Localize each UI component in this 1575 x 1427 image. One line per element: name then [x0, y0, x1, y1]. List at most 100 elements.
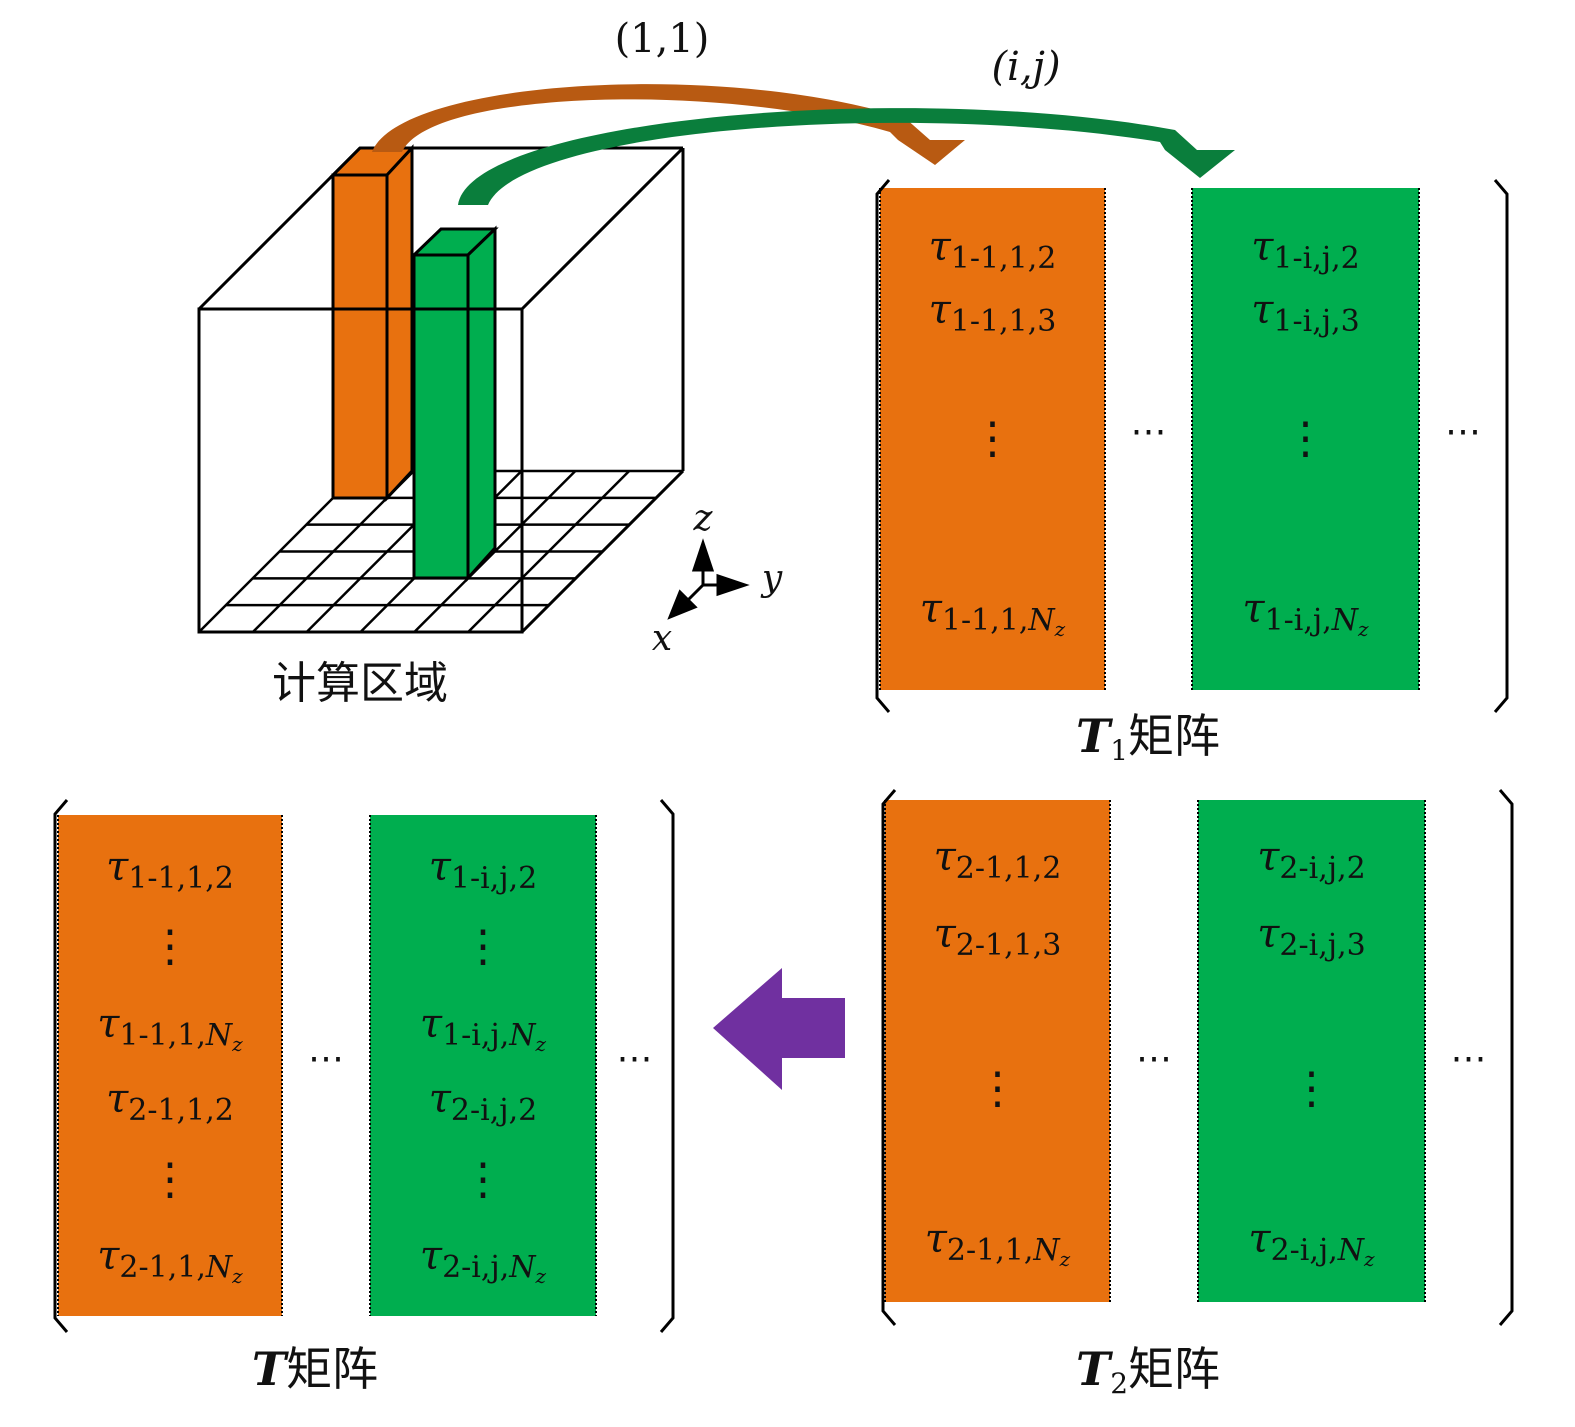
tau-symbol: τ: [420, 1233, 443, 1279]
tau-entry: τ2-i,j,Nz: [420, 1233, 547, 1288]
green-bar-front: [412, 253, 470, 580]
arrow-label-1-1: (1,1): [615, 16, 710, 62]
tau-entry: τ2-i,j,2: [429, 1076, 537, 1128]
matrix-t1: τ1-1,1,2τ1-1,1,3⋮τ1-1,1,Nzτ1-i,j,2τ1-i,j…: [875, 179, 1509, 767]
tau-symbol: τ: [934, 834, 957, 880]
horizontal-ellipsis: ⋯: [1131, 411, 1167, 452]
column-fill: [1192, 188, 1419, 690]
tau-subscript-z: z: [1059, 1247, 1071, 1271]
tau-entry: τ1-1,1,3: [929, 287, 1057, 339]
tau-symbol: τ: [929, 224, 952, 270]
horizontal-ellipsis: ⋯: [1451, 1038, 1487, 1079]
horizontal-ellipsis: ⋯: [1136, 1038, 1172, 1079]
tau-entry: τ2-1,1,Nz: [97, 1233, 243, 1288]
tau-subscript: 2-1,1,2: [128, 1093, 234, 1128]
tau-subscript-n: N: [508, 1250, 537, 1285]
tau-subscript: 2-1,1,3: [956, 928, 1062, 963]
tau-entry: τ1-i,j,3: [1251, 287, 1359, 339]
tau-subscript-n: N: [205, 1018, 234, 1053]
tau-subscript: 1-i,j,2: [1273, 241, 1359, 276]
vertical-ellipsis: ⋮: [1284, 413, 1328, 464]
tau-subscript: 2-i,j,: [1271, 1233, 1338, 1268]
tau-entry: τ2-1,1,2: [934, 834, 1062, 886]
column-fill: [885, 800, 1110, 1302]
tau-symbol: τ: [1242, 586, 1265, 632]
green-column: τ1-i,j,2τ1-i,j,3⋮τ1-i,j,Nz: [1191, 188, 1420, 690]
computational-domain: [197, 144, 685, 634]
tau-subscript-z: z: [535, 1032, 547, 1056]
tau-subscript-n: N: [1331, 603, 1360, 638]
tau-entry: τ2-i,j,2: [1257, 834, 1365, 886]
vertical-ellipsis: ⋮: [148, 1154, 192, 1205]
grid-line: [467, 470, 631, 633]
left-bracket: [875, 179, 891, 713]
orange-bar-front: [331, 173, 389, 500]
green-column: τ2-i,j,2τ2-i,j,3⋮τ2-i,j,Nz: [1197, 800, 1426, 1302]
tau-symbol: τ: [420, 1001, 443, 1047]
horizontal-ellipsis: ⋯: [1445, 411, 1481, 452]
arrow-label-i-j: (i,j): [991, 44, 1060, 90]
y-axis-label: y: [760, 558, 783, 599]
tau-subscript-z: z: [535, 1264, 547, 1288]
tau-symbol: τ: [97, 1233, 120, 1279]
tau-subscript-n: N: [1032, 1233, 1061, 1268]
x-axis-arrowhead: [667, 589, 698, 620]
tau-symbol: τ: [429, 844, 452, 890]
matrix-title: T1矩阵: [1076, 709, 1220, 767]
tau-subscript: 1-1,1,2: [951, 241, 1057, 276]
orange-bar-side: [385, 144, 414, 502]
domain-edge: [197, 146, 362, 311]
tau-subscript: 1-i,j,: [442, 1018, 509, 1053]
domain-front-face: [197, 307, 524, 634]
tau-symbol: τ: [1251, 224, 1274, 270]
right-bracket: [1493, 179, 1509, 713]
tau-subscript: 1-1,1,: [942, 603, 1028, 638]
left-bracket: [881, 789, 897, 1326]
tau-entry: τ2-1,1,Nz: [925, 1216, 1071, 1271]
column-fill: [1198, 800, 1425, 1302]
tau-subscript: 1-i,j,2: [451, 861, 537, 896]
tau-entry: τ1-i,j,Nz: [420, 1001, 547, 1056]
matrix-t: τ1-1,1,2⋮τ1-1,1,Nzτ2-1,1,2⋮τ2-1,1,Nzτ1-i…: [53, 799, 675, 1396]
green-mapping-arrow: [458, 108, 1235, 205]
column-fill: [880, 188, 1105, 690]
tau-subscript: 2-i,j,2: [1279, 851, 1365, 886]
tau-subscript-n: N: [1337, 1233, 1366, 1268]
vertical-ellipsis: ⋮: [148, 921, 192, 972]
matrix-suffix: 矩阵: [1128, 1342, 1220, 1396]
tau-subscript: 2-1,1,: [947, 1233, 1033, 1268]
axes-indicator: [667, 538, 750, 620]
column-fill: [58, 815, 282, 1316]
matrix-symbol: T: [252, 1342, 290, 1396]
tau-subscript-z: z: [231, 1264, 243, 1288]
matrix-symbol: T: [1076, 1342, 1114, 1396]
tau-symbol: τ: [106, 1076, 129, 1122]
tau-entry: τ1-1,1,2: [106, 844, 234, 896]
vertical-ellipsis: ⋮: [971, 413, 1015, 464]
tau-entry: τ1-i,j,2: [1251, 224, 1359, 276]
orange-column: τ2-1,1,2τ2-1,1,3⋮τ2-1,1,Nz: [884, 800, 1111, 1302]
left-bracket: [53, 799, 69, 1333]
tau-subscript-n: N: [1027, 603, 1056, 638]
tau-symbol: τ: [929, 287, 952, 333]
column-fill: [370, 815, 596, 1316]
tau-subscript: 1-i,j,3: [1273, 304, 1359, 339]
tau-symbol: τ: [920, 586, 943, 632]
orange-mapping-arrow: [372, 84, 965, 165]
x-axis-label: x: [652, 618, 672, 659]
z-axis-label: z: [693, 498, 714, 539]
tau-subscript-z: z: [1363, 1247, 1375, 1271]
tau-subscript: 2-i,j,3: [1279, 928, 1365, 963]
green-bar-side: [466, 225, 497, 582]
tau-subscript-n: N: [205, 1250, 234, 1285]
matrix-t2: τ2-1,1,2τ2-1,1,3⋮τ2-1,1,Nzτ2-i,j,2τ2-i,j…: [881, 789, 1514, 1400]
vertical-ellipsis: ⋮: [461, 1154, 505, 1205]
tau-entry: τ1-i,j,Nz: [1242, 586, 1369, 641]
tau-symbol: τ: [1257, 911, 1280, 957]
vertical-ellipsis: ⋮: [461, 921, 505, 972]
tau-symbol: τ: [934, 911, 957, 957]
tau-symbol: τ: [106, 844, 129, 890]
matrix-title: T矩阵: [252, 1342, 378, 1396]
